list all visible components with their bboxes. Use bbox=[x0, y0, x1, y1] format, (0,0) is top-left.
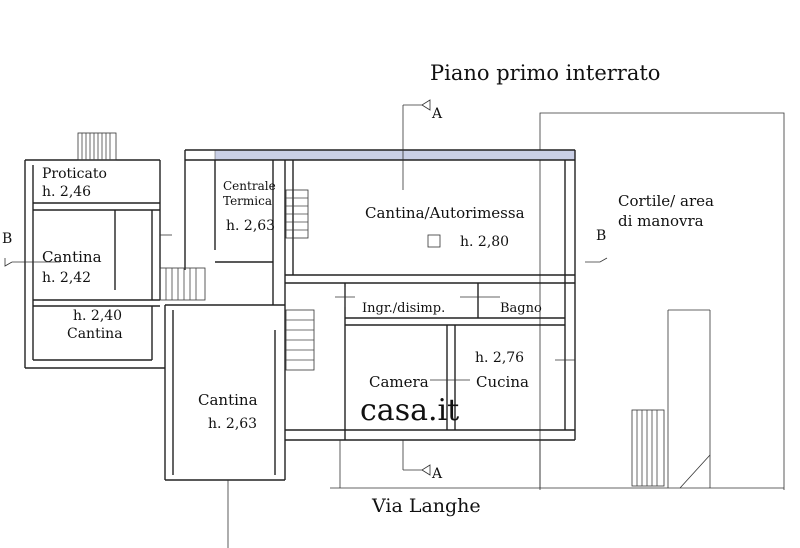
section-a-top-label: A bbox=[431, 106, 443, 122]
centrale-termica-height: h. 2,63 bbox=[226, 218, 275, 234]
stair-central bbox=[159, 267, 206, 301]
cantina-big-height: h. 2,63 bbox=[208, 416, 257, 432]
cantina-small-name: Cantina bbox=[67, 326, 123, 342]
stair-proticato bbox=[77, 132, 117, 161]
section-b-right-label: B bbox=[596, 228, 606, 244]
building-walls bbox=[24, 149, 576, 488]
cantina-left-height: h. 2,42 bbox=[42, 270, 91, 286]
section-b-left-label: B bbox=[2, 231, 12, 247]
stair-garage bbox=[285, 189, 309, 239]
proticato-name: Proticato bbox=[42, 166, 107, 182]
ingresso-name: Ingr./disimp. bbox=[362, 301, 445, 316]
watermark: casa.it bbox=[360, 393, 459, 428]
cortile-boundary bbox=[330, 112, 785, 490]
cucina-name: Cucina bbox=[476, 373, 529, 391]
cantina-small-height: h. 2,40 bbox=[73, 308, 122, 324]
cantina-autorimessa-height: h. 2,80 bbox=[460, 234, 509, 250]
street-name: Via Langhe bbox=[371, 495, 481, 517]
bagno-name: Bagno bbox=[500, 301, 542, 316]
proticato-height: h. 2,46 bbox=[42, 184, 91, 200]
centrale-termica-line1: Centrale bbox=[223, 179, 276, 193]
cantina-left-name: Cantina bbox=[42, 248, 102, 266]
plan-title: Piano primo interrato bbox=[430, 61, 660, 85]
section-line-a bbox=[402, 99, 431, 476]
cantina-big-name: Cantina bbox=[198, 391, 258, 409]
camera-name: Camera bbox=[369, 373, 429, 391]
stairs bbox=[77, 132, 665, 487]
section-line-b bbox=[4, 257, 608, 267]
centrale-termica-line2: Termica bbox=[223, 194, 272, 208]
fixtures bbox=[160, 234, 575, 381]
stair-lower bbox=[285, 309, 315, 371]
cantina-autorimessa-name: Cantina/Autorimessa bbox=[365, 204, 525, 222]
cortile-line2: di manovra bbox=[618, 212, 704, 230]
stair-cortile bbox=[631, 409, 665, 487]
section-a-bottom-label: A bbox=[431, 466, 443, 482]
cucina-height: h. 2,76 bbox=[475, 350, 524, 366]
cortile-line1: Cortile/ area bbox=[618, 192, 714, 210]
